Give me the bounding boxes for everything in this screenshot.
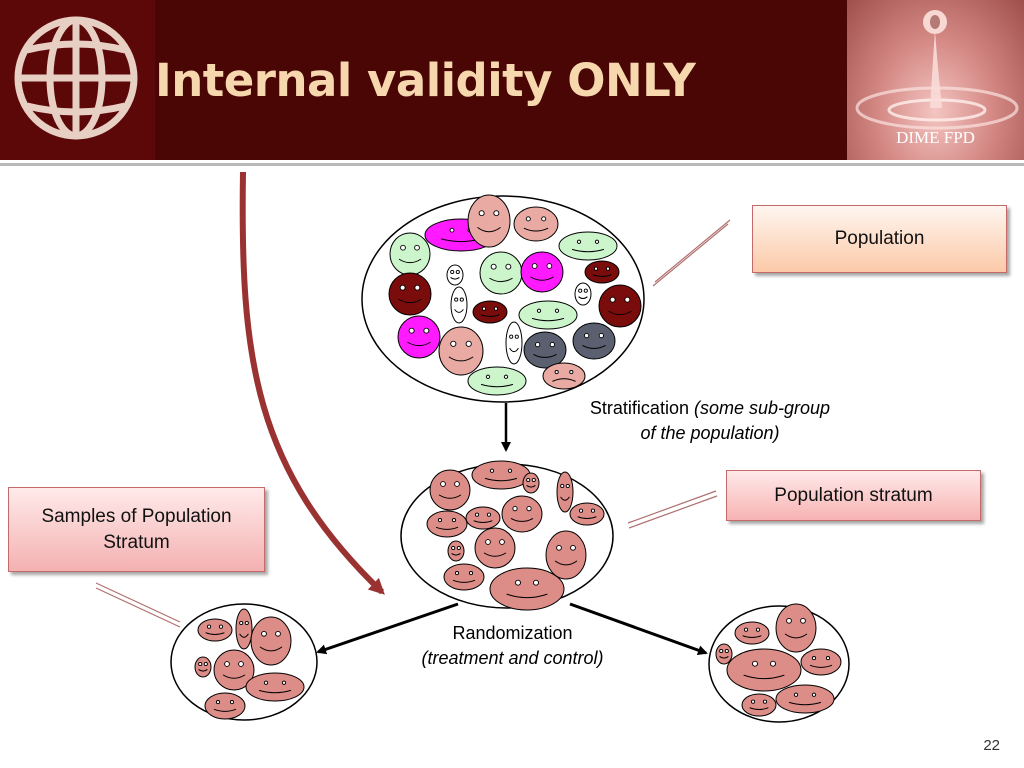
callout-pointer-samples bbox=[95, 582, 181, 628]
smiley-face-icon bbox=[800, 648, 842, 676]
smiley-face-icon bbox=[513, 206, 559, 242]
smiley-face-icon bbox=[450, 286, 468, 324]
smiley-face-icon bbox=[245, 672, 305, 702]
smiley-face-icon bbox=[213, 649, 255, 691]
faces-layer bbox=[194, 194, 842, 720]
callout-pointer-population bbox=[652, 219, 731, 287]
smiley-face-icon bbox=[584, 260, 620, 284]
smiley-face-icon bbox=[204, 692, 246, 720]
logo-panel bbox=[0, 0, 155, 160]
smiley-face-icon bbox=[250, 616, 292, 666]
world-bank-logo-icon bbox=[14, 16, 138, 140]
water-drop-photo-icon bbox=[855, 10, 1019, 130]
callout-pointer-stratum bbox=[627, 490, 718, 529]
right-arrow-icon bbox=[569, 602, 708, 655]
smiley-face-icon bbox=[397, 315, 441, 359]
smiley-face-icon bbox=[235, 608, 253, 650]
smiley-face-icon bbox=[520, 251, 564, 293]
smiley-face-icon bbox=[775, 684, 835, 714]
smiley-face-icon bbox=[726, 648, 802, 692]
randomization-note: (treatment and control) bbox=[421, 648, 604, 669]
smiley-face-icon bbox=[523, 331, 567, 369]
smiley-face-icon bbox=[572, 322, 616, 360]
smiley-face-icon bbox=[556, 471, 574, 513]
smiley-face-icon bbox=[194, 656, 212, 678]
randomization-text: Randomization bbox=[452, 623, 573, 643]
samples-callout: Samples of Population Stratum bbox=[8, 487, 265, 572]
population-stratum-callout: Population stratum bbox=[726, 470, 981, 521]
smiley-face-icon bbox=[542, 362, 586, 390]
smiley-face-icon bbox=[558, 231, 618, 261]
smiley-face-icon bbox=[741, 693, 777, 717]
smiley-face-icon bbox=[467, 194, 511, 248]
smiley-face-icon bbox=[569, 502, 605, 526]
curved-arrow-icon bbox=[239, 171, 385, 595]
header-photo: DIME FPD bbox=[847, 0, 1024, 160]
smiley-face-icon bbox=[389, 232, 431, 276]
smiley-face-icon bbox=[574, 282, 592, 306]
dime-fpd-label: DIME FPD bbox=[896, 128, 975, 147]
left-arrow-icon bbox=[316, 602, 459, 655]
smiley-face-icon bbox=[426, 510, 468, 538]
smiley-face-icon bbox=[522, 472, 540, 494]
header-rule bbox=[0, 163, 1024, 166]
smiley-face-icon bbox=[518, 300, 578, 330]
smiley-face-icon bbox=[775, 603, 817, 653]
samples-callout-text: Samples of Population Stratum bbox=[41, 505, 232, 553]
smiley-face-icon bbox=[474, 527, 516, 569]
stratification-text: Stratification bbox=[589, 398, 689, 418]
stratification-note: (some sub-group of the population) bbox=[640, 398, 831, 444]
smiley-face-icon bbox=[388, 272, 432, 316]
smiley-face-icon bbox=[438, 326, 484, 376]
page-number: 22 bbox=[983, 737, 1000, 754]
smiley-face-icon bbox=[501, 495, 543, 533]
randomization-label: Randomization (treatment and control) bbox=[380, 621, 645, 671]
population-callout: Population bbox=[752, 205, 1007, 273]
smiley-face-icon bbox=[598, 284, 642, 328]
smiley-face-icon bbox=[197, 618, 233, 642]
smiley-face-icon bbox=[489, 567, 565, 611]
smiley-face-icon bbox=[545, 530, 587, 580]
smiley-face-icon bbox=[443, 563, 485, 591]
smiley-face-icon bbox=[447, 540, 465, 562]
slide-title: Internal validity ONLY bbox=[155, 54, 696, 107]
smiley-face-icon bbox=[472, 300, 508, 324]
smiley-face-icon bbox=[467, 366, 527, 396]
smiley-face-icon bbox=[465, 506, 501, 530]
slide-header: Internal validity ONLY DIME FPD bbox=[0, 0, 1024, 160]
population-callout-text: Population bbox=[834, 228, 925, 250]
smiley-face-icon bbox=[715, 643, 733, 665]
smiley-face-icon bbox=[505, 321, 523, 365]
smiley-face-icon bbox=[471, 460, 531, 490]
smiley-face-icon bbox=[446, 264, 464, 286]
smiley-face-icon bbox=[479, 251, 523, 295]
smiley-face-icon bbox=[734, 621, 770, 645]
smiley-face-icon bbox=[429, 469, 471, 511]
population-stratum-callout-text: Population stratum bbox=[774, 484, 933, 506]
stratification-label: Stratification (some sub-group of the po… bbox=[580, 396, 840, 446]
